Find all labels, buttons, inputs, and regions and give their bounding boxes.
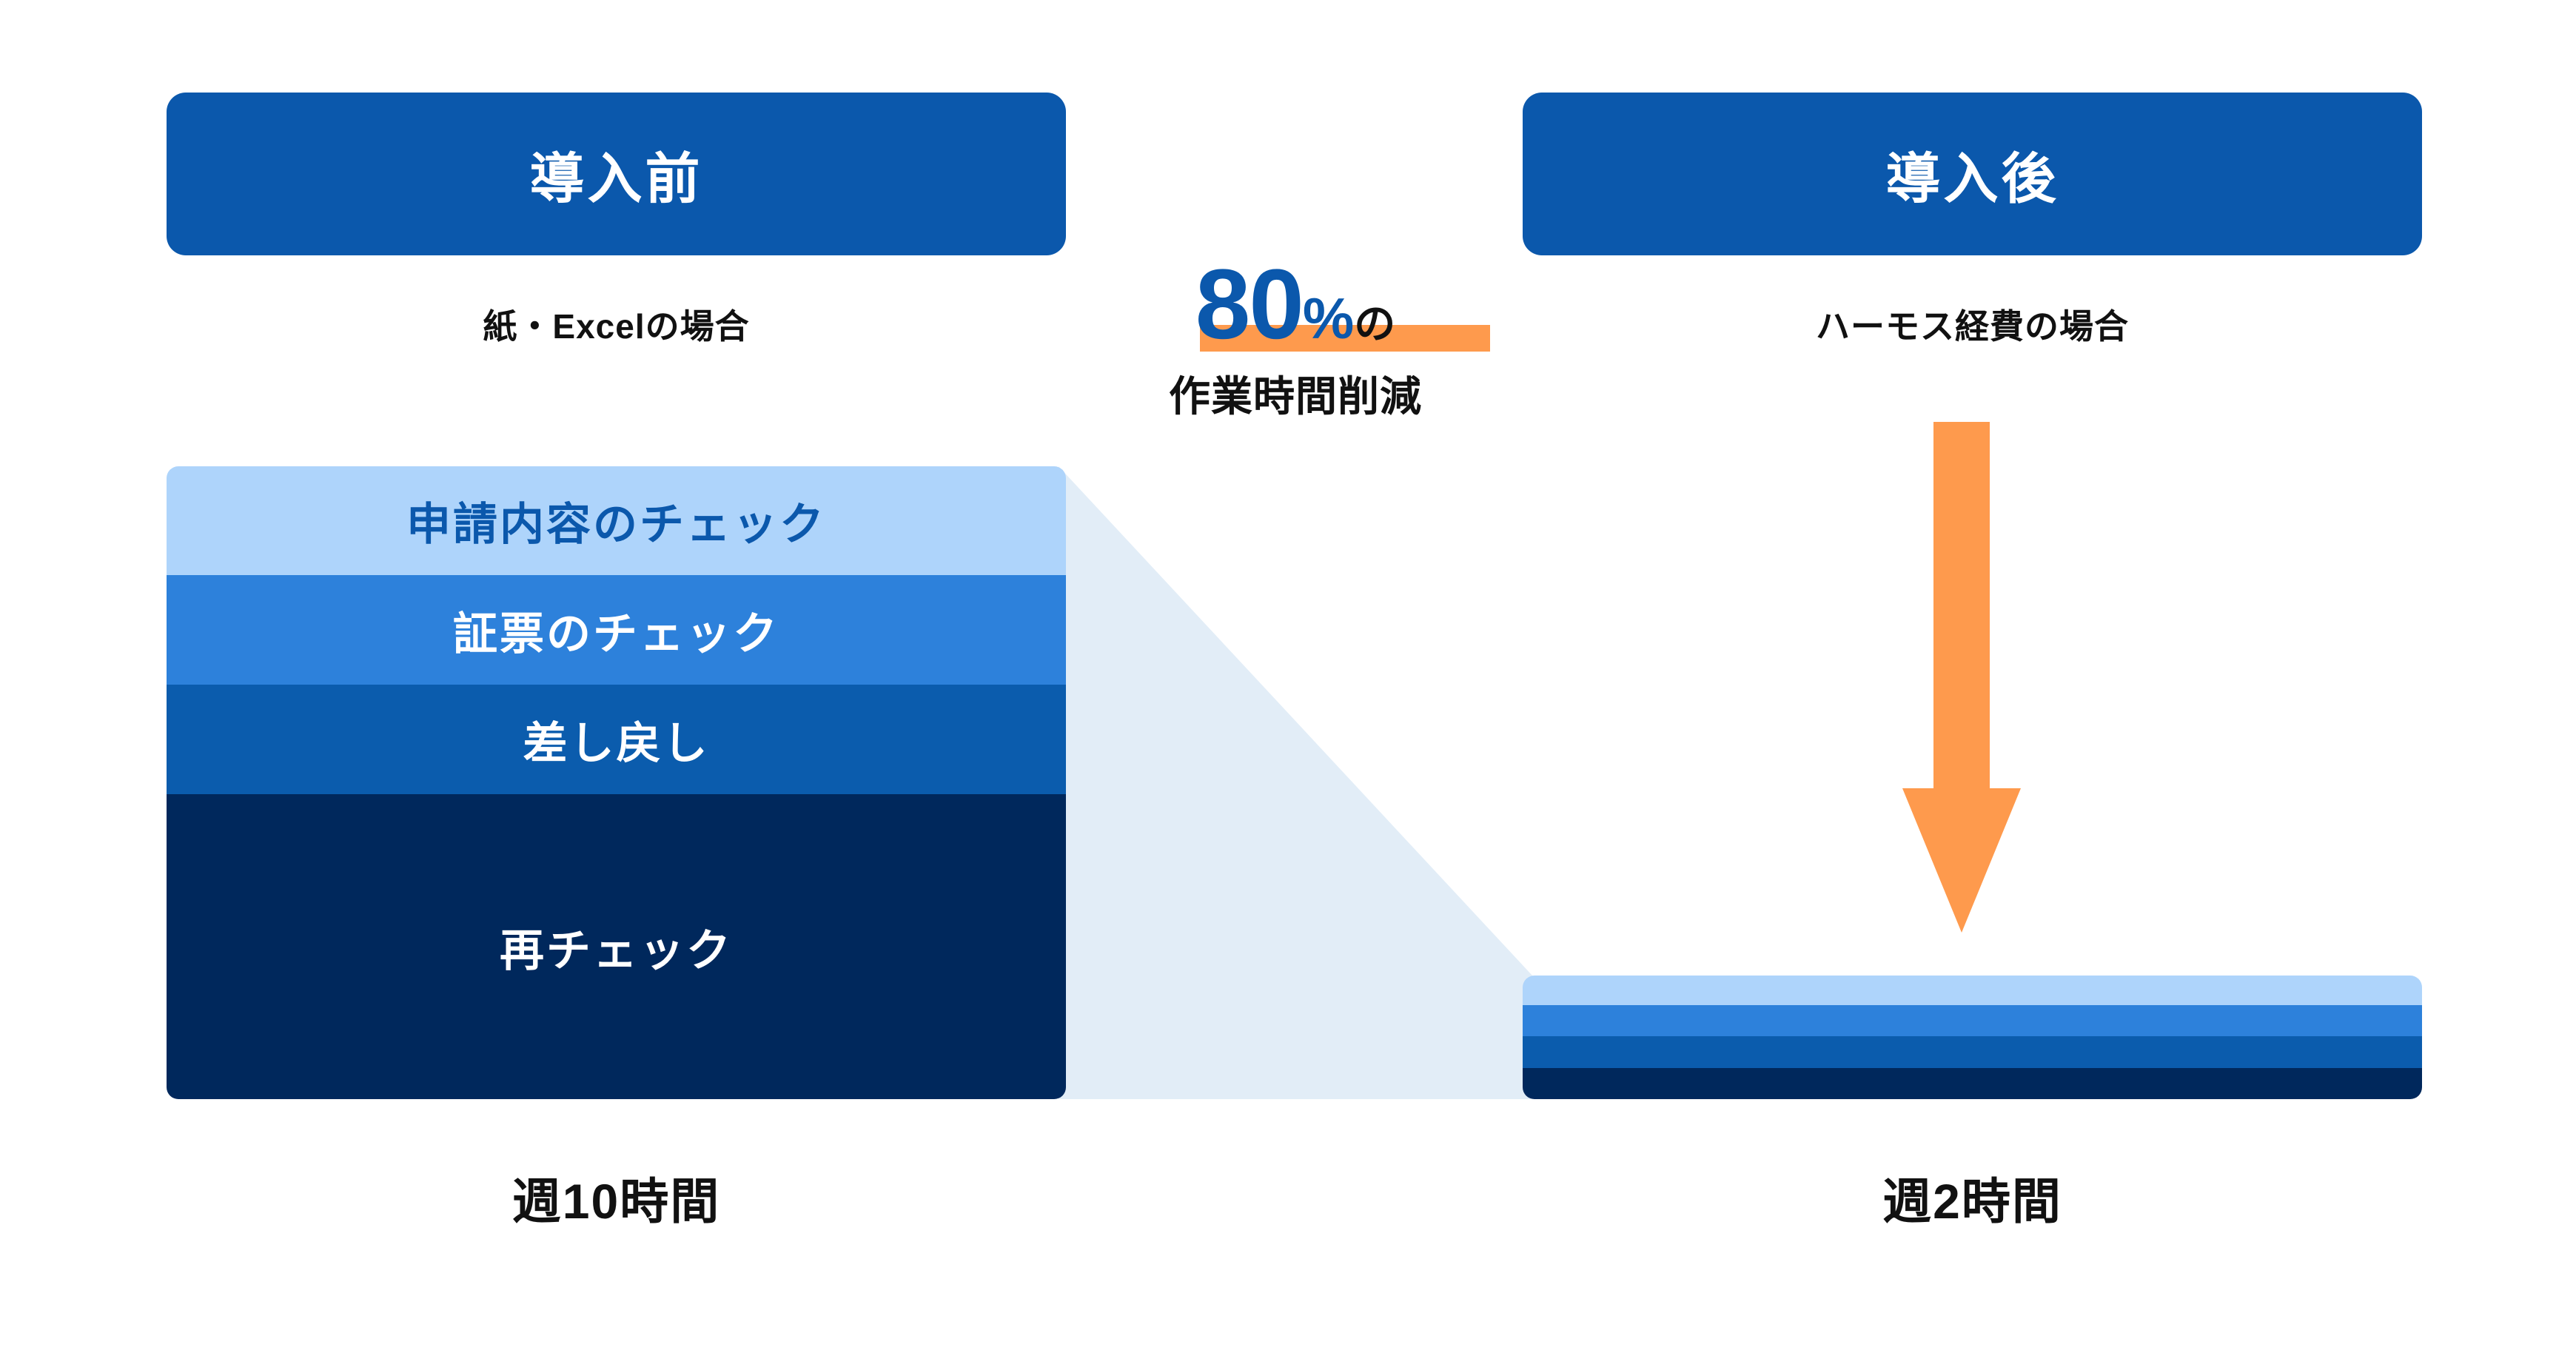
reduction-callout: 80%の 作業時間削減 xyxy=(1103,255,1490,423)
before-segment-label: 差し戻し xyxy=(523,718,710,768)
before-segment: 証票のチェック xyxy=(167,575,1066,685)
before-segment: 差し戻し xyxy=(167,685,1066,794)
reduction-number: 80 xyxy=(1195,249,1304,360)
before-total-label: 週10時間 xyxy=(511,1174,721,1229)
before-subcaption: 紙・Excelの場合 xyxy=(483,307,750,346)
after-segment xyxy=(1523,976,2422,1005)
before-segment: 申請内容のチェック xyxy=(167,466,1066,575)
after-total-label: 週2時間 xyxy=(1882,1174,2062,1229)
before-segment-label: 証票のチェック xyxy=(453,608,779,659)
after-subcaption: ハーモス経費の場合 xyxy=(1816,307,2129,346)
arrow-down-icon xyxy=(1902,422,2021,933)
before-header-pill: 導入前 xyxy=(167,93,1066,255)
before-segment-label: 再チェック xyxy=(500,925,733,976)
orange-highlight-bar xyxy=(1199,325,1490,352)
after-header-pill: 導入後 xyxy=(1523,93,2422,255)
after-segment xyxy=(1523,1036,2422,1068)
reduction-wedge xyxy=(1059,466,1532,1099)
reduction-callout-line1: 80%の xyxy=(1195,255,1490,355)
after-header-label: 導入後 xyxy=(1885,147,2059,209)
before-segment: 再チェック xyxy=(167,794,1066,1099)
after-segment xyxy=(1523,1068,2422,1099)
reduction-callout-line2: 作業時間削減 xyxy=(1169,373,1422,420)
before-segment-label: 申請内容のチェック xyxy=(406,500,826,549)
before-stacked-bar: 申請内容のチェック 証票のチェック 差し戻し 再チェック xyxy=(167,466,1066,1099)
percent-sign: % xyxy=(1302,286,1355,351)
particle-no: の xyxy=(1354,301,1396,347)
after-stacked-bar xyxy=(1523,976,2422,1099)
after-segment xyxy=(1523,1005,2422,1036)
before-header-label: 導入前 xyxy=(529,147,703,209)
